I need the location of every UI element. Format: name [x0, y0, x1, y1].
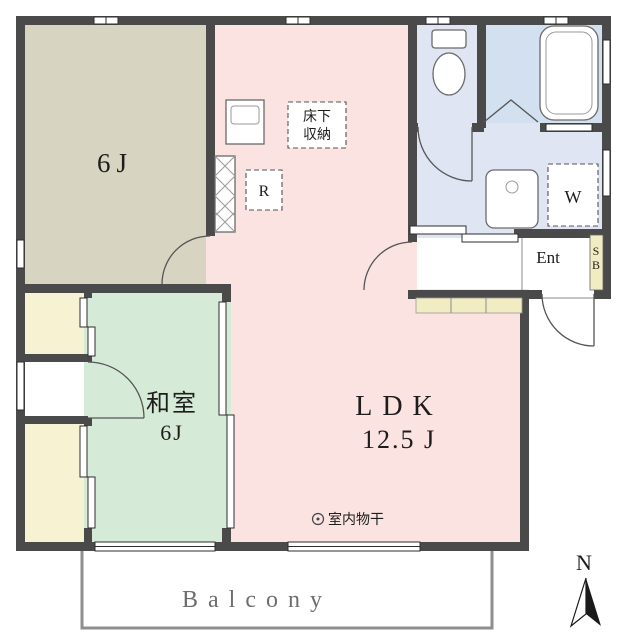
window-bath-counter	[545, 123, 593, 132]
bathtub-icon	[539, 25, 599, 121]
ldk-floor-lower	[222, 289, 529, 551]
japanese-room-name-label: 和室	[146, 390, 198, 417]
closet-top-sliding-panel-2	[87, 326, 96, 357]
closet-bottom-sliding-panel-2	[87, 476, 96, 529]
closet-bottom-floor	[16, 418, 92, 551]
ldk-size-label: 12.5 J	[362, 425, 436, 454]
drying-hook-dot	[316, 517, 320, 521]
closet-bottom-sliding-panel-1	[79, 425, 88, 478]
toilet-bowl	[432, 52, 466, 96]
pipe-space-hatch-lines	[214, 155, 236, 233]
vanity-counter	[485, 169, 539, 229]
toilet-tank	[431, 29, 467, 49]
wall-corridor-bottom	[408, 290, 520, 299]
wall-closet-right-c	[84, 418, 92, 426]
wall-closet-right-b	[84, 356, 92, 362]
drying-hook-icon	[311, 512, 325, 526]
window-left-closet	[16, 361, 25, 411]
entrance-door-arc	[541, 293, 595, 347]
pipe-space-hatch	[214, 155, 236, 233]
wall-top	[16, 16, 611, 25]
pipe-space-box	[214, 155, 236, 233]
shoe-box-label-line1: S	[593, 244, 600, 258]
wall-toilet-bath	[477, 16, 486, 128]
western-room-door-arc	[161, 235, 211, 285]
balcony-outline	[80, 551, 494, 630]
fusuma-panel-2	[226, 414, 235, 529]
toilet-icon	[431, 29, 467, 96]
japanese-room-size-label: 6J	[160, 420, 184, 445]
shoe-box-label-line2: B	[592, 258, 600, 272]
wall-washroom-bottom-b	[514, 229, 611, 238]
wall-entrance-bottom-right	[594, 290, 611, 299]
western-room-floor	[16, 16, 215, 293]
wall-japanese-room-right-top	[222, 284, 231, 302]
wall-closet-right-a	[84, 284, 92, 298]
indoor-drying-label: 室内物干	[328, 511, 384, 528]
wall-western-room-right	[206, 16, 215, 236]
closet-door-arc	[87, 361, 145, 419]
underfloor-storage-label-line1: 床下	[303, 109, 331, 125]
fusuma-panel-1	[218, 301, 227, 416]
folding-bath-door-icon	[483, 99, 539, 123]
vanity-faucet	[505, 180, 519, 194]
ldk-name-label: LDK	[355, 391, 443, 422]
vanity-sink-icon	[485, 169, 539, 229]
window-right-washroom	[602, 149, 611, 197]
wall-bottom	[16, 542, 528, 551]
closet-top-floor	[16, 284, 92, 362]
door-swings	[87, 126, 595, 419]
north-arrow-right-half	[586, 578, 601, 626]
wall-right-lower	[520, 290, 529, 551]
window-left-western-room	[16, 239, 25, 269]
wall-closet-divider-2	[16, 416, 88, 424]
wall-toilet-bottom-a	[408, 123, 418, 132]
drying-hook-ring	[311, 512, 325, 526]
labels: 6J LDK 12.5 J 和室 6J 床下 収納 R W Ent S B Ba…	[97, 109, 600, 613]
underfloor-storage-box	[287, 101, 347, 149]
underfloor-storage-label-line2: 収納	[303, 127, 331, 143]
balcony-label: Balcony	[182, 587, 332, 613]
bathtub-inner	[545, 31, 593, 115]
ldk-floor-upper	[206, 16, 417, 299]
washroom-sliding-door-panel-1	[409, 225, 467, 235]
kitchen-counter	[225, 99, 265, 145]
windows	[16, 16, 611, 552]
north-arrow-icon	[569, 577, 601, 628]
bathtub-outer	[539, 25, 599, 121]
sliding-doors	[79, 225, 519, 529]
toilet-door-arc	[417, 126, 473, 182]
entry-step-counter	[415, 297, 523, 314]
compass-north-label: N	[576, 550, 592, 575]
washing-machine-space	[547, 163, 599, 227]
wall-closet-right-d	[84, 528, 92, 551]
wall-toilet-bottom-b	[472, 123, 484, 132]
north-arrow-left-half	[569, 577, 587, 628]
fixtures	[214, 25, 604, 526]
entrance-label: Ent	[536, 248, 560, 267]
closet-top-sliding-panel-1	[79, 297, 88, 328]
wall-closet-divider-1	[16, 354, 88, 362]
refrigerator-label: R	[259, 183, 270, 200]
kitchen-sink-basin	[230, 105, 260, 125]
window-right-bath	[602, 39, 611, 85]
washing-machine-label: W	[565, 187, 582, 207]
kitchen-sink-icon	[225, 99, 265, 145]
refrigerator-space	[245, 169, 283, 211]
wall-western-room-bottom	[16, 284, 231, 293]
western-room-size-label: 6J	[97, 148, 133, 178]
wall-japanese-room-right-bottom	[222, 528, 231, 551]
wall-left	[16, 16, 25, 551]
washroom-sliding-door-panel-2	[461, 233, 519, 243]
wall-entrance-bottom-left	[524, 290, 542, 299]
ldk-hall-door-arc	[363, 241, 413, 291]
shoe-box	[589, 234, 604, 291]
